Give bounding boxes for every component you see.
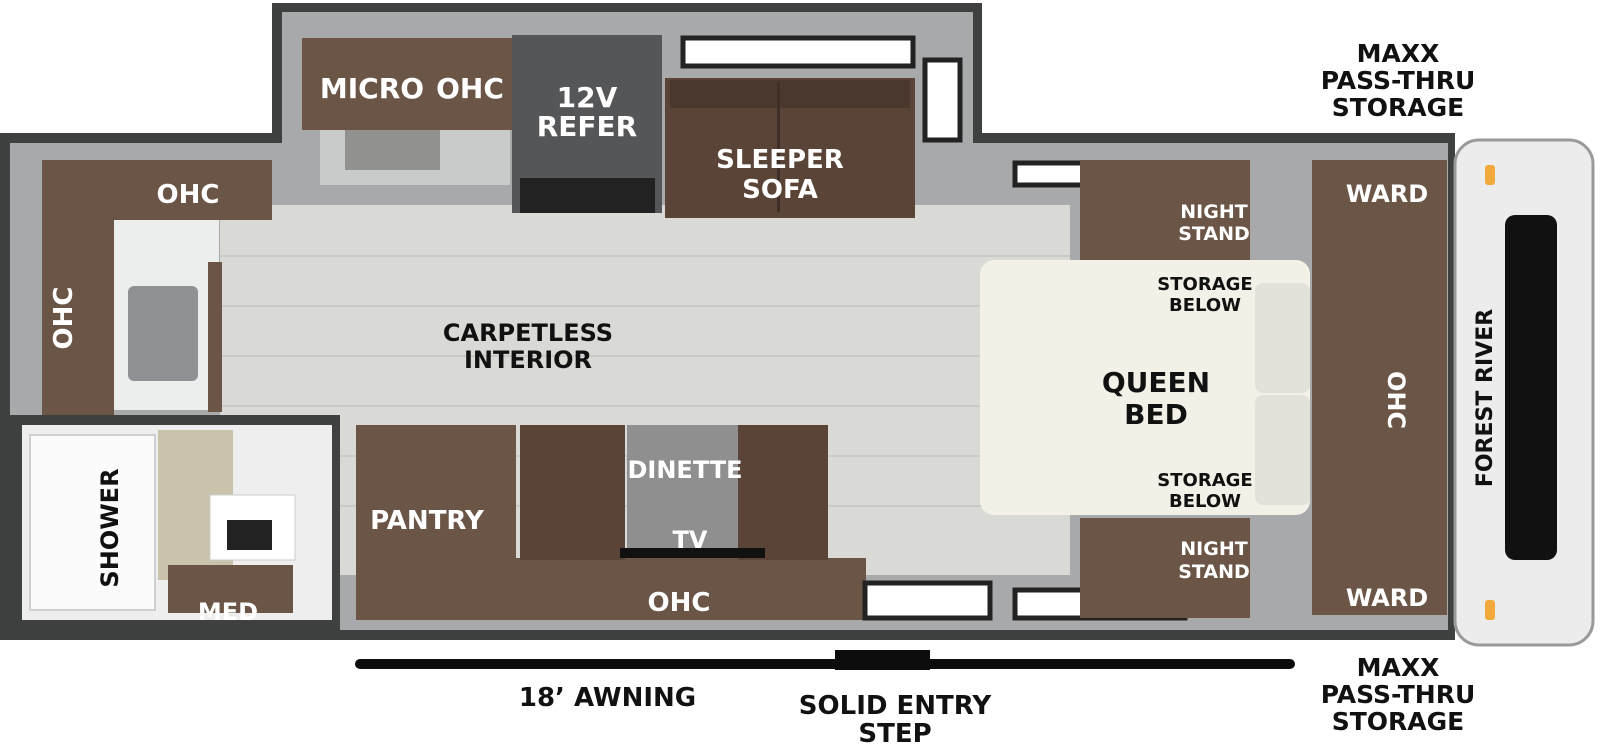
micro-ohc-cabinet <box>302 38 512 130</box>
label-ward-bottom: WARD <box>1346 584 1428 612</box>
dinette-table <box>627 425 742 555</box>
refrigerator-base <box>520 178 655 213</box>
pillow-top <box>1255 283 1310 393</box>
label-nightstand-bottom-line1: NIGHT <box>1180 538 1247 560</box>
window-top <box>680 35 916 69</box>
dinette-seat-right <box>738 425 828 560</box>
label-ohc-kitchen: OHC <box>157 180 220 210</box>
counter <box>320 130 510 185</box>
floor-plank <box>220 305 1070 307</box>
pillow-bottom <box>1255 395 1310 505</box>
label-pantry: PANTRY <box>370 506 485 536</box>
front-light-bottom <box>1485 600 1495 620</box>
nightstand-top <box>1080 160 1250 260</box>
front-window <box>1505 215 1557 560</box>
ward-front-cabinet <box>1312 160 1447 615</box>
label-nightstand-top-line2: STAND <box>1178 223 1250 245</box>
awning-label: 18’ AWNING <box>518 683 697 713</box>
label-ohc-left: OHC <box>49 287 79 350</box>
maxx-bottom-line3: STORAGE <box>1331 707 1465 736</box>
queen-bed <box>980 260 1310 515</box>
label-storage-bottom-line1: STORAGE <box>1157 470 1252 491</box>
label-queen-line2: BED <box>1124 398 1188 431</box>
med-cabinet <box>168 565 293 613</box>
entry-step-window <box>862 580 993 621</box>
kitchen-sink <box>128 286 198 381</box>
label-storage-bottom-line2: BELOW <box>1169 491 1241 512</box>
sofa-back <box>670 80 910 108</box>
maxx-top-line3: STORAGE <box>1331 93 1465 122</box>
label-sleeper-line1: SLEEPER <box>716 145 844 175</box>
dinette-seat-left <box>520 425 625 560</box>
kitchen-base-cabinet <box>208 262 222 412</box>
label-ohc-top: OHC <box>436 72 504 105</box>
awning-bar <box>355 659 1295 669</box>
label-micro: MICRO <box>320 72 424 105</box>
label-nightstand-top-line1: NIGHT <box>1180 201 1247 223</box>
entry-step-label: SOLID ENTRY STEP <box>780 692 1010 748</box>
label-med: MED <box>198 598 258 626</box>
label-refer-line2: REFER <box>537 110 638 143</box>
bath-sink-basin <box>227 520 272 550</box>
tv-panel <box>620 548 765 558</box>
ohc-left-cabinet <box>42 160 114 415</box>
label-shower: SHOWER <box>96 468 124 587</box>
label-queen-line1: QUEEN <box>1102 366 1210 399</box>
label-carpetless-line2: INTERIOR <box>464 346 592 374</box>
label-dinette: DINETTE <box>627 456 742 484</box>
sofa-cushion-divider <box>777 82 780 212</box>
maxx-bottom-line2: PASS-THRU <box>1320 680 1476 709</box>
label-carpetless-line1: CARPETLESS <box>443 319 613 347</box>
label-refer-line1: 12V <box>557 81 618 114</box>
brand-logo-text: FOREST RIVER <box>1473 309 1498 487</box>
label-ohc-bottom: OHC <box>648 588 711 618</box>
maxx-top-line1: MAXX <box>1356 39 1440 68</box>
maxx-storage-bottom: MAXX PASS-THRU STORAGE <box>1308 654 1488 735</box>
label-storage-top-line1: STORAGE <box>1157 274 1252 295</box>
label-ohc-front: OHC <box>1382 371 1410 429</box>
entry-step-line2: STEP <box>858 719 932 750</box>
floor-plank <box>220 355 1070 357</box>
label-nightstand-bottom-line2: STAND <box>1178 561 1250 583</box>
ohc-bottom-cabinet <box>356 558 866 620</box>
floor-plank <box>220 255 1070 257</box>
entry-step-line1: SOLID ENTRY <box>798 691 992 721</box>
maxx-bottom-line1: MAXX <box>1356 653 1440 682</box>
floor-plank <box>220 405 1070 407</box>
label-storage-top-line2: BELOW <box>1169 295 1241 316</box>
nightstand-bottom <box>1080 518 1250 618</box>
entry-step <box>835 650 930 670</box>
shower-stall <box>29 434 156 611</box>
label-tv: TV <box>673 526 708 554</box>
maxx-storage-top: MAXX PASS-THRU STORAGE <box>1308 40 1488 121</box>
front-light-top <box>1485 165 1495 185</box>
label-sleeper-line2: SOFA <box>742 175 818 205</box>
window-side <box>922 57 963 143</box>
maxx-top-line2: PASS-THRU <box>1320 66 1476 95</box>
label-ward-top: WARD <box>1346 180 1428 208</box>
